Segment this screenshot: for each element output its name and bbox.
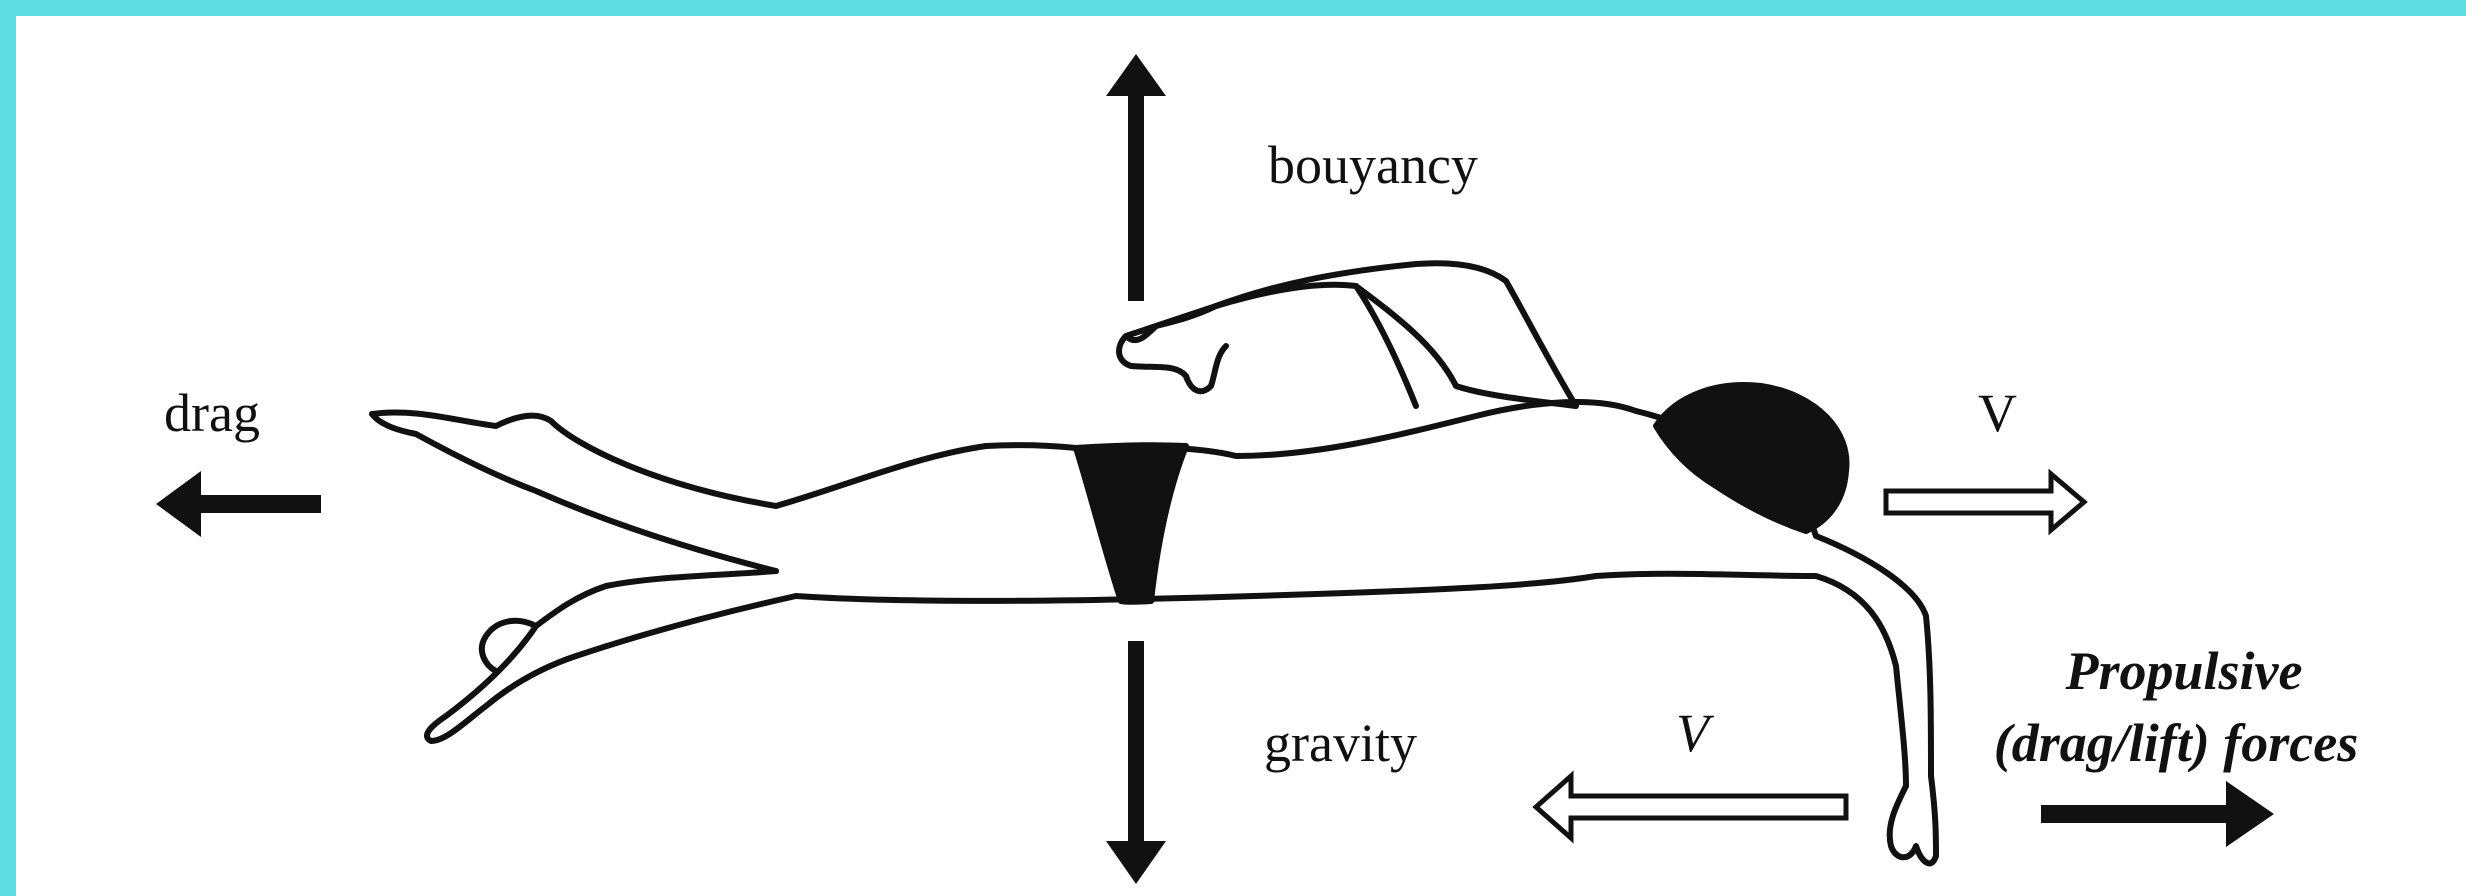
swimmer-figure (372, 263, 1936, 863)
gravity-arrow (1106, 641, 1166, 884)
drag-label: drag (164, 386, 260, 440)
velocity-forward-label: V (1978, 386, 2017, 440)
propulsive-label-line1: Propulsive (2034, 644, 2334, 698)
diagram-canvas: bouyancy drag gravity V V Propulsive (dr… (16, 16, 2466, 896)
gravity-label: gravity (1264, 716, 1417, 770)
bouyancy-label: bouyancy (1268, 138, 1478, 192)
velocity-backward-arrow (1536, 776, 1846, 838)
propulsive-label-line2: (drag/lift) forces (1956, 716, 2396, 770)
drag-arrow (156, 471, 321, 537)
bouyancy-arrow (1106, 54, 1166, 301)
propulsive-arrow (2041, 781, 2274, 847)
velocity-forward-arrow (1886, 474, 2084, 530)
velocity-backward-label: V (1676, 706, 1709, 760)
